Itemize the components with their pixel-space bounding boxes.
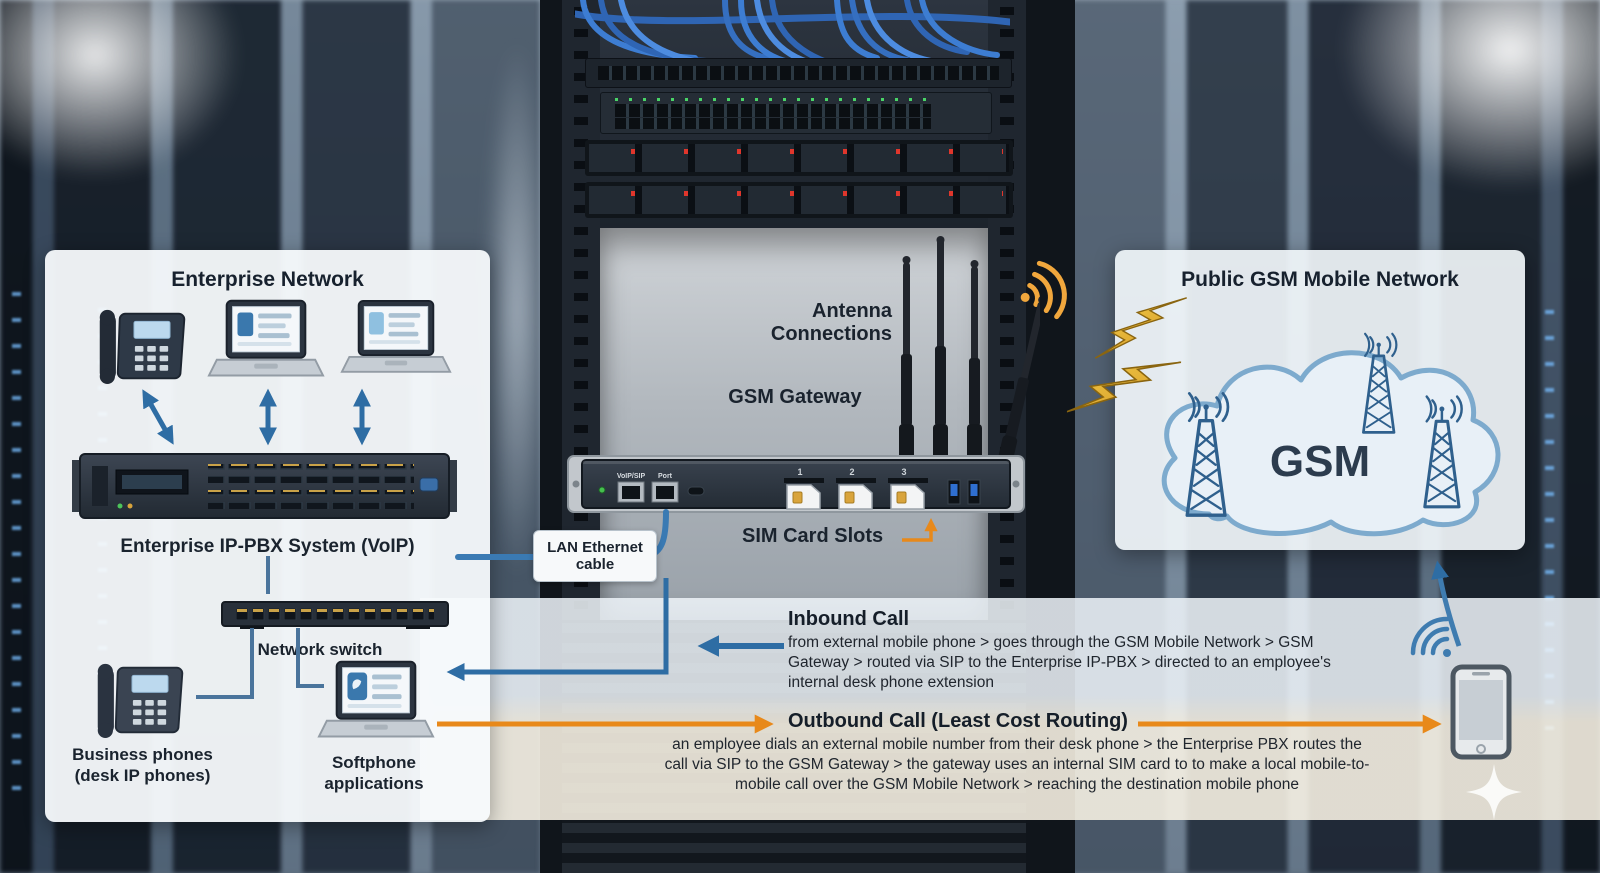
laptop-icon-1 xyxy=(207,299,325,377)
mobile-signal-icon xyxy=(1410,616,1451,657)
sparkle-icon xyxy=(1466,764,1522,820)
switch-ports-row1 xyxy=(615,104,931,117)
sim-slot-number-2: 2 xyxy=(849,467,854,477)
gateway-port-label: Port xyxy=(658,473,673,480)
sim-card-slots-label: SIM Card Slots xyxy=(742,525,884,547)
outbound-call-title: Outbound Call (Least Cost Routing) xyxy=(788,710,1128,732)
sim-slot-number-3: 3 xyxy=(901,467,906,477)
network-switch-device xyxy=(221,601,449,629)
switch-ports-row2 xyxy=(615,118,931,129)
lightning-bolt-icon-2 xyxy=(1066,361,1182,413)
gsm-network-panel: Public GSM Mobile Network GSM xyxy=(1115,250,1525,550)
cabinet-leds-left-1 xyxy=(12,270,21,790)
sim-slot-number-1: 1 xyxy=(797,467,802,477)
gsm-cloud-icon: GSM xyxy=(1161,332,1501,537)
antenna-connections-label: Antenna Connections xyxy=(770,300,892,345)
softphone-laptop-icon xyxy=(317,660,435,738)
patch-panel-ports xyxy=(598,66,999,80)
enterprise-panel-title: Enterprise Network xyxy=(171,268,364,291)
gsm-cloud-label: GSM xyxy=(1270,437,1370,486)
inbound-call-title: Inbound Call xyxy=(788,608,910,630)
switch-label: Network switch xyxy=(257,640,383,659)
server-unit-1 xyxy=(585,140,1013,176)
inbound-call-text: from external mobile phone > goes throug… xyxy=(788,634,1331,692)
patch-panel xyxy=(585,58,1012,88)
laptop-icon-2 xyxy=(340,300,452,373)
switch-leds xyxy=(615,98,931,101)
business-phones-label: Business phones (desk IP phones) xyxy=(72,745,213,786)
antenna-icons xyxy=(899,236,1040,461)
lan-cable-label: LAN Ethernet cable xyxy=(533,530,657,582)
desk-phone-icon xyxy=(99,309,186,384)
network-switch-rack xyxy=(600,92,992,134)
cabinet-leds-right-1 xyxy=(1545,300,1554,730)
aisle-light xyxy=(485,40,549,580)
pbx-label: Enterprise IP-PBX System (VoIP) xyxy=(120,536,415,557)
softphone-label: Softphone applications xyxy=(324,753,424,794)
gsm-gateway-label: GSM Gateway xyxy=(728,386,862,408)
gsm-gateway-device: VoIP/SIP Port 1 2 3 xyxy=(567,455,1025,513)
enterprise-network-panel: Enterprise Network xyxy=(45,250,490,822)
server-unit-2 xyxy=(585,182,1013,218)
lightning-bolt-icon-1 xyxy=(1095,297,1187,359)
gsm-panel-title: Public GSM Mobile Network xyxy=(1181,268,1459,291)
outbound-call-text: an employee dials an external mobile num… xyxy=(664,736,1370,794)
gateway-voip-port-label: VoIP/SIP xyxy=(617,473,646,480)
ip-pbx-device xyxy=(72,453,457,519)
patch-cables xyxy=(575,0,1010,71)
business-phone-icon xyxy=(97,663,184,738)
mobile-phone-icon xyxy=(1450,664,1512,760)
antenna-signal-icon xyxy=(1020,260,1067,320)
